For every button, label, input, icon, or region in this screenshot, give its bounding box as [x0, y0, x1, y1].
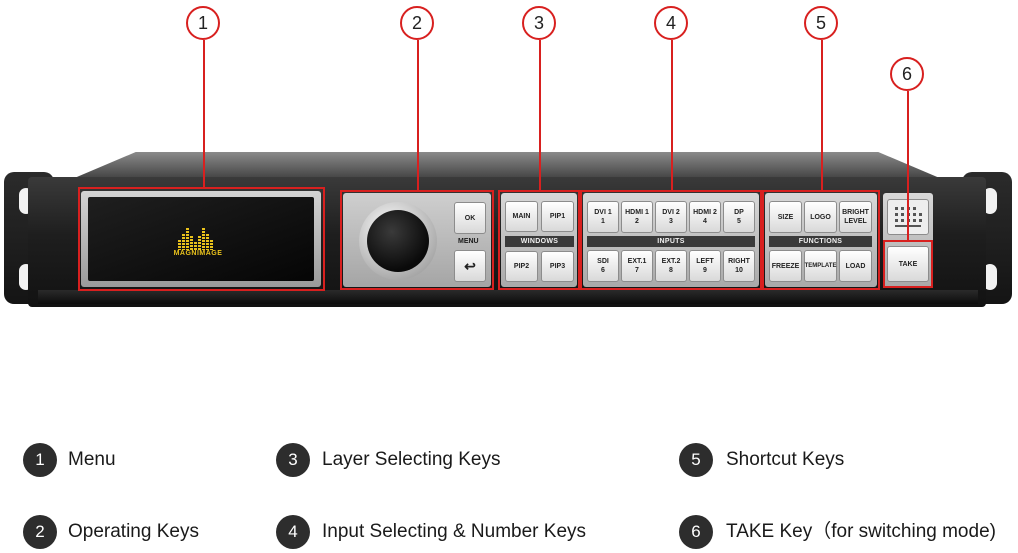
- callout-line-5: [821, 40, 823, 191]
- pip2-key[interactable]: PIP2: [505, 251, 538, 282]
- take-key[interactable]: TAKE: [887, 246, 929, 282]
- callout-line-2: [417, 40, 419, 191]
- lcd-display: [88, 197, 314, 281]
- legend-text-6: TAKE Key（for switching mode): [726, 521, 996, 542]
- mount-hole: [983, 264, 997, 290]
- freeze-key[interactable]: FREEZE: [769, 250, 802, 282]
- back-key[interactable]: ↩: [454, 250, 486, 282]
- input-key-dp[interactable]: DP 5: [723, 201, 755, 233]
- legend-text-1: Menu: [68, 449, 116, 470]
- bright-level-key[interactable]: BRIGHT LEVEL: [839, 201, 872, 233]
- legend-text-5: Shortcut Keys: [726, 449, 845, 470]
- legend-dot-1: 1: [23, 443, 57, 477]
- highlight-inputs: [580, 190, 762, 290]
- legend-dot-4: 4: [276, 515, 310, 549]
- callout-1: 1: [186, 6, 220, 40]
- pip3-key[interactable]: PIP3: [541, 251, 574, 282]
- callout-2: 2: [400, 6, 434, 40]
- callout-line-6: [907, 91, 909, 241]
- chassis-lip: [38, 290, 978, 304]
- input-key-left[interactable]: LEFT 9: [689, 250, 721, 282]
- mount-hole: [983, 188, 997, 214]
- callout-4: 4: [654, 6, 688, 40]
- functions-label: FUNCTIONS: [769, 236, 872, 247]
- callout-3: 3: [522, 6, 556, 40]
- callout-5: 5: [804, 6, 838, 40]
- menu-label: MENU: [458, 238, 479, 245]
- logo-key[interactable]: LOGO: [804, 201, 837, 233]
- highlight-functions: [762, 190, 880, 290]
- highlight-take: [883, 240, 933, 288]
- highlight-windows: [498, 190, 580, 290]
- input-key-dvi1[interactable]: DVI 1 1: [587, 201, 619, 233]
- legend-text-4: Input Selecting & Number Keys: [322, 521, 587, 542]
- input-key-hdmi2[interactable]: HDMI 2 4: [689, 201, 721, 233]
- input-key-hdmi1[interactable]: HDMI 1 2: [621, 201, 653, 233]
- load-key[interactable]: LOAD: [839, 250, 872, 282]
- windows-label: WINDOWS: [505, 236, 574, 247]
- inputs-label: INPUTS: [587, 236, 755, 247]
- legend-text-3: Layer Selecting Keys: [322, 449, 501, 470]
- main-key[interactable]: MAIN: [505, 201, 538, 232]
- input-key-right[interactable]: RIGHT 10: [723, 250, 755, 282]
- legend-dot-5: 5: [679, 443, 713, 477]
- callout-line-3: [539, 40, 541, 191]
- size-key[interactable]: SIZE: [769, 201, 802, 233]
- legend-dot-2: 2: [23, 515, 57, 549]
- legend-dot-3: 3: [276, 443, 310, 477]
- callout-6: 6: [890, 57, 924, 91]
- pip1-key[interactable]: PIP1: [541, 201, 574, 232]
- brand-logo-icon: [178, 226, 213, 250]
- ok-key[interactable]: OK: [454, 202, 486, 234]
- callout-line-4: [671, 40, 673, 191]
- input-key-dvi2[interactable]: DVI 2 3: [655, 201, 687, 233]
- brand-logo-text: MAGNIMAGE: [173, 250, 223, 257]
- highlight-operating: [340, 190, 494, 290]
- input-key-ext2[interactable]: EXT.2 8: [655, 250, 687, 282]
- input-key-sdi[interactable]: SDI 6: [587, 250, 619, 282]
- input-key-ext1[interactable]: EXT.1 7: [621, 250, 653, 282]
- template-key[interactable]: TEMPLATE: [804, 250, 837, 282]
- highlight-menu: [78, 187, 325, 291]
- callout-line-1: [203, 40, 205, 188]
- legend-dot-6: 6: [679, 515, 713, 549]
- legend-text-2: Operating Keys: [68, 521, 199, 542]
- rotary-knob[interactable]: [367, 210, 429, 272]
